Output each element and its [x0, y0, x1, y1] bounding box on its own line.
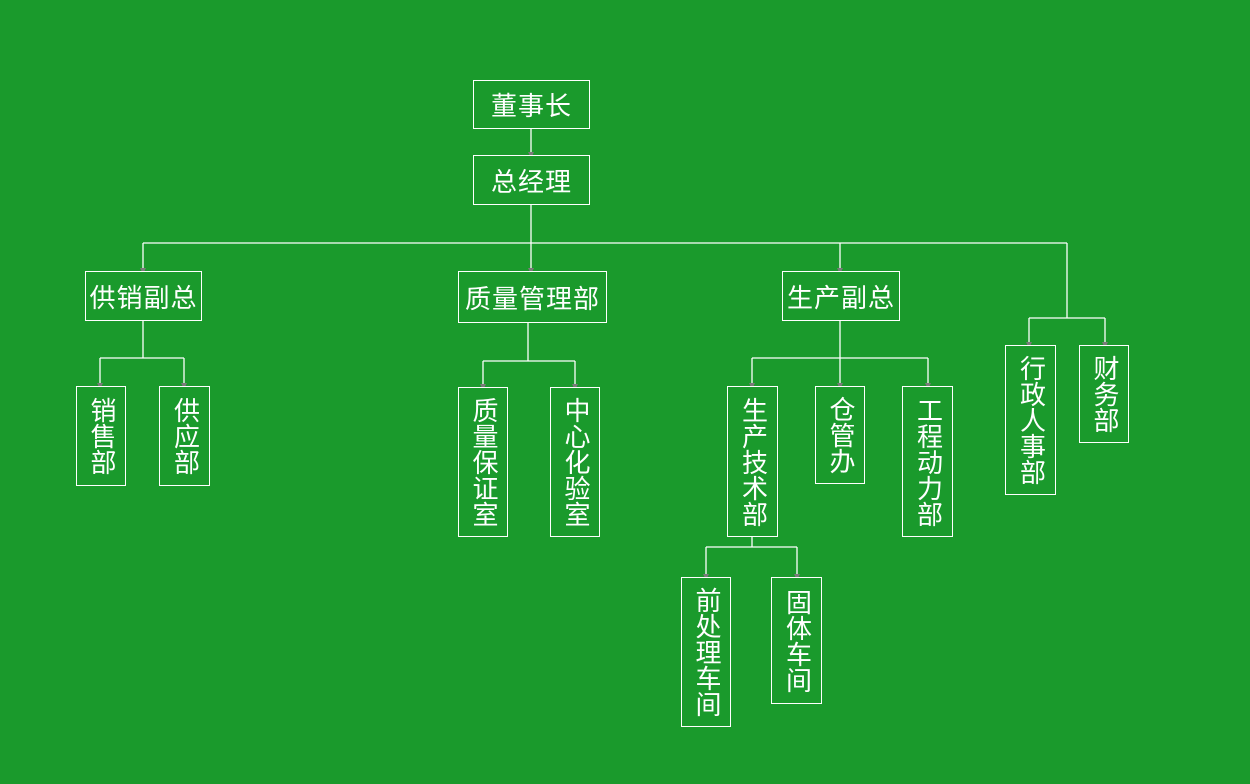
node-quality-assurance: 质量保证室	[458, 387, 508, 537]
node-pretreatment-workshop-label: 前处理车间	[691, 587, 721, 717]
node-vp-production-label: 生产副总	[786, 283, 895, 314]
node-finance-label: 财务部	[1089, 355, 1119, 433]
node-quality-management: 质量管理部	[458, 271, 607, 323]
node-finance: 财务部	[1079, 345, 1129, 443]
node-warehouse-label: 仓管办	[825, 396, 855, 474]
node-general-manager: 总经理	[473, 155, 590, 205]
node-quality-assurance-label: 质量保证室	[468, 397, 498, 527]
node-sales-label: 销售部	[86, 397, 116, 475]
node-vp-supply-sales-label: 供销副总	[89, 283, 198, 314]
node-quality-management-label: 质量管理部	[464, 284, 600, 315]
node-production-tech: 生产技术部	[727, 386, 778, 537]
node-pretreatment-workshop: 前处理车间	[681, 577, 731, 727]
node-sales: 销售部	[76, 386, 126, 486]
node-admin-hr-label: 行政人事部	[1015, 355, 1046, 485]
node-central-lab-label: 中心化验室	[560, 397, 590, 527]
node-engineering-power: 工程动力部	[902, 386, 953, 537]
node-supply: 供应部	[159, 386, 210, 486]
node-chairman: 董事长	[473, 80, 590, 129]
node-general-manager-label: 总经理	[490, 167, 572, 198]
node-central-lab: 中心化验室	[550, 387, 600, 537]
node-vp-supply-sales: 供销副总	[85, 271, 202, 321]
node-warehouse: 仓管办	[815, 386, 865, 484]
node-engineering-power-label: 工程动力部	[912, 396, 943, 527]
node-supply-label: 供应部	[169, 397, 200, 475]
node-chairman-label: 董事长	[490, 92, 572, 122]
node-solids-workshop: 固体车间	[771, 577, 822, 704]
node-production-tech-label: 生产技术部	[737, 396, 768, 527]
node-solids-workshop-label: 固体车间	[781, 588, 812, 693]
node-admin-hr: 行政人事部	[1005, 345, 1056, 495]
node-vp-production: 生产副总	[782, 271, 900, 321]
